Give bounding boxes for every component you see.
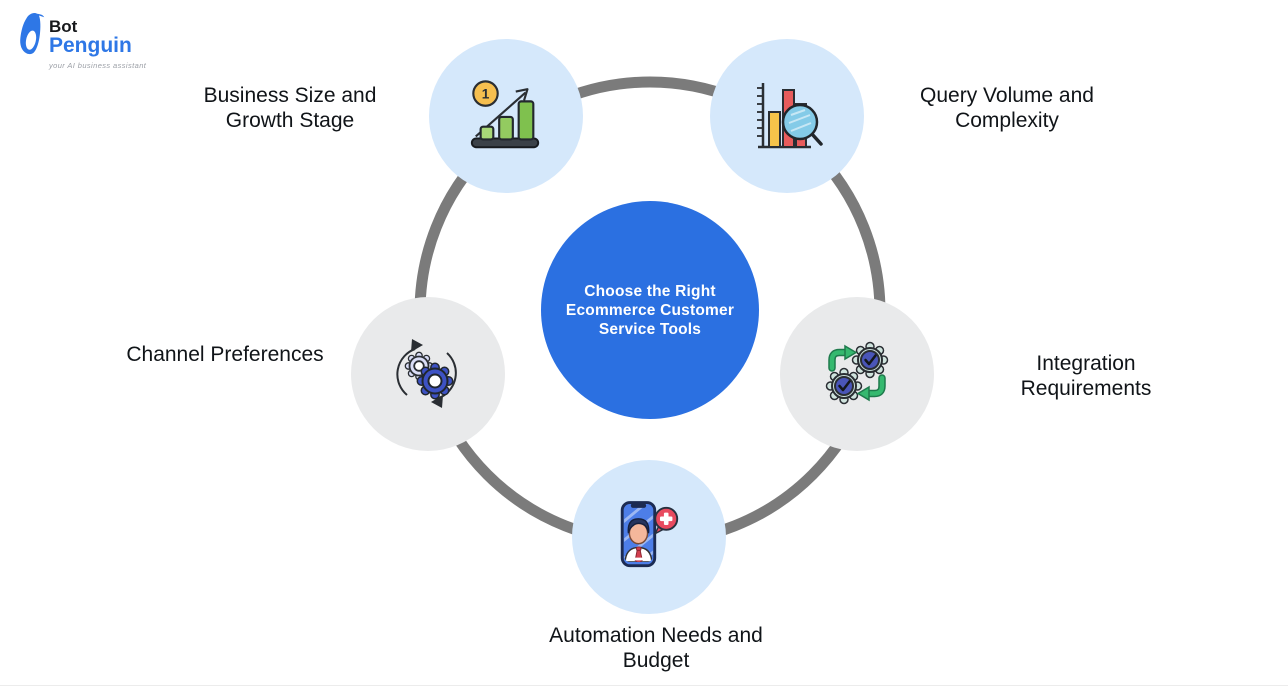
growth-chart-icon: 1 bbox=[470, 80, 540, 149]
node-business-size: 1 bbox=[429, 39, 583, 193]
label-integration: Integration Requirements bbox=[1020, 352, 1152, 400]
label-query-volume: Query Volume and Complexity bbox=[920, 84, 1094, 132]
bar-chart-magnifier-icon bbox=[757, 83, 823, 149]
logo-bot-text: Bot bbox=[49, 17, 78, 36]
hub-circle: Choose the Right Ecommerce Customer Serv… bbox=[541, 201, 759, 419]
botpenguin-logo[interactable]: Bot Penguin your AI business assistant bbox=[16, 10, 146, 70]
coin-number: 1 bbox=[482, 86, 490, 101]
gears-exchange-icon bbox=[825, 341, 889, 405]
node-channels bbox=[351, 297, 505, 451]
label-business-size: Business Size and Growth Stage bbox=[203, 84, 377, 132]
node-query-volume bbox=[710, 39, 864, 193]
phone-agent-icon bbox=[620, 501, 679, 568]
label-channels: Channel Preferences bbox=[126, 343, 324, 366]
label-automation: Automation Needs and Budget bbox=[549, 624, 763, 672]
node-automation bbox=[572, 460, 726, 614]
penguin-icon bbox=[20, 13, 45, 55]
logo-penguin-text: Penguin bbox=[49, 34, 132, 57]
gears-sync-icon bbox=[396, 339, 457, 408]
logo-tagline: your AI business assistant bbox=[49, 61, 147, 70]
node-integration bbox=[780, 297, 934, 451]
hub-title: Choose the Right Ecommerce Customer Serv… bbox=[565, 282, 735, 338]
